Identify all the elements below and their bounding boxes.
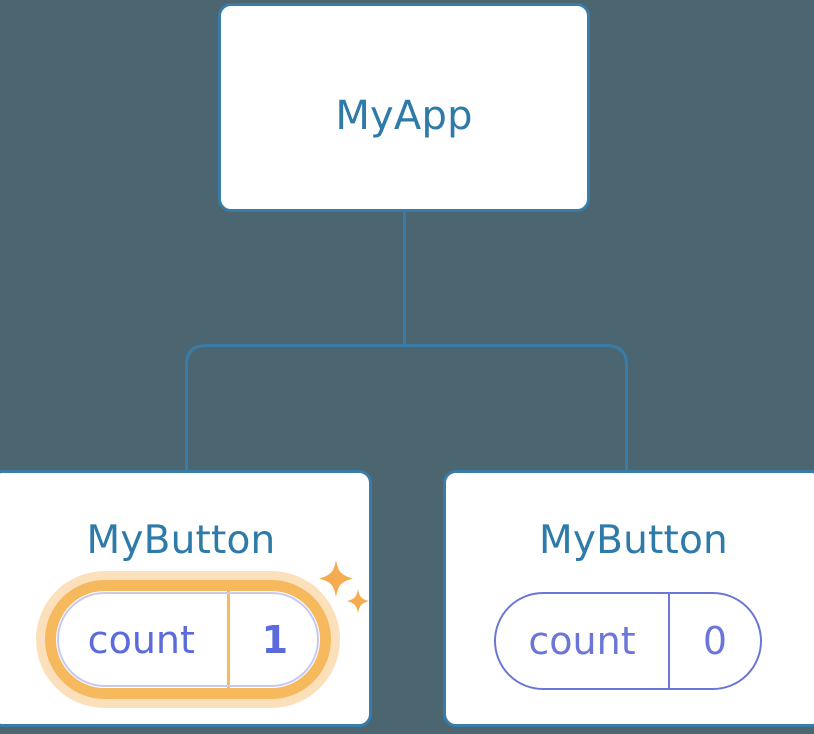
state-pill-value-1: 0 — [702, 619, 728, 663]
state-pill-count-0[interactable]: count 1 — [45, 580, 331, 699]
connector-children-bus — [185, 344, 628, 470]
state-pill-count-1[interactable]: count 0 — [494, 592, 762, 690]
node-myapp[interactable]: MyApp — [218, 3, 590, 212]
node-mybutton-1-title: MyButton — [539, 518, 728, 563]
state-pill-key-1: count — [496, 594, 670, 688]
state-pill-key-0: count — [56, 591, 230, 688]
node-mybutton-0-title: MyButton — [86, 518, 276, 563]
state-pill-value-0: 1 — [261, 617, 289, 662]
node-myapp-title: MyApp — [335, 93, 473, 139]
